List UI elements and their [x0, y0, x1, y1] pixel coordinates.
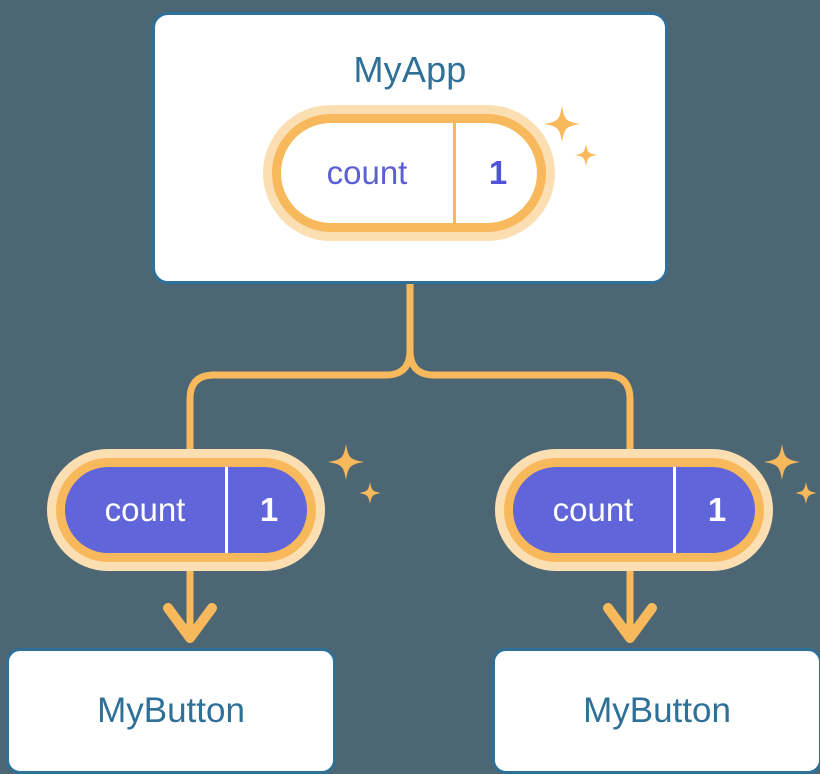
state-pill-left[interactable]: count 1: [56, 458, 316, 562]
state-pill-right[interactable]: count 1: [504, 458, 764, 562]
state-pill-value: 1: [673, 467, 755, 553]
state-pill-root[interactable]: count 1: [272, 114, 546, 232]
connector-branch-left: [186, 346, 414, 474]
page-title: MyApp: [353, 49, 467, 90]
state-pill-value: 1: [453, 123, 537, 223]
state-pill-value: 1: [225, 467, 307, 553]
mybutton-card-label: MyButton: [97, 691, 245, 730]
state-pill-key: count: [552, 491, 634, 528]
state-pill-key: count: [326, 154, 408, 191]
state-pill-key: count: [104, 491, 186, 528]
mybutton-card-left[interactable]: MyButton: [6, 648, 336, 774]
arrow-down-icon: [163, 603, 217, 643]
connector-branch-right: [406, 346, 634, 474]
arrow-down-icon: [603, 603, 657, 643]
mybutton-card-right[interactable]: MyButton: [492, 648, 820, 774]
mybutton-card-label: MyButton: [583, 691, 731, 730]
